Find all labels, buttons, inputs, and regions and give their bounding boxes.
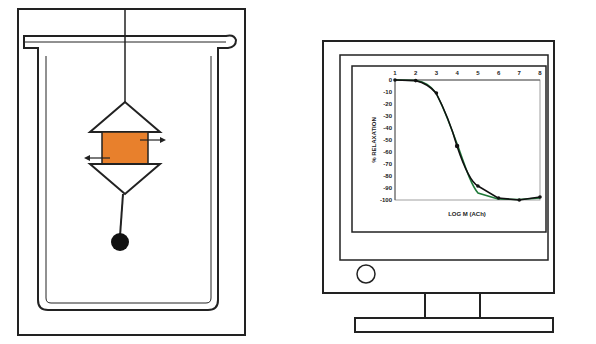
y-tick-label: -100 (380, 197, 392, 203)
dose-response-curves (393, 78, 542, 202)
y-tick-label: -40 (383, 125, 392, 131)
y-tick-label: -20 (383, 101, 392, 107)
y-tick-label: -80 (383, 173, 392, 179)
axis-title: LOG M (ACh) (448, 211, 486, 217)
beaker (24, 36, 236, 311)
x-tick-label: 7 (518, 70, 521, 76)
x-tick-label: 1 (393, 70, 396, 76)
y-tick-label: -90 (383, 185, 392, 191)
y-tick-label: -30 (383, 113, 392, 119)
computer-monitor (323, 41, 554, 332)
x-tick-label: 3 (435, 70, 438, 76)
y-tick-label: -70 (383, 161, 392, 167)
x-tick-label: 5 (476, 70, 479, 76)
y-tick-label: -50 (383, 137, 392, 143)
y-tick-label: -10 (383, 89, 392, 95)
x-tick-label: 6 (497, 70, 500, 76)
x-tick-label: 8 (538, 70, 541, 76)
tissue-holder (84, 9, 166, 251)
axis-title: % RELAXATION (371, 117, 377, 163)
y-tick-label: 0 (389, 77, 392, 83)
x-tick-label: 2 (414, 70, 417, 76)
x-tick-label: 4 (455, 70, 458, 76)
y-tick-label: -60 (383, 149, 392, 155)
panel-frame (18, 9, 245, 335)
plot-axes (395, 80, 540, 200)
